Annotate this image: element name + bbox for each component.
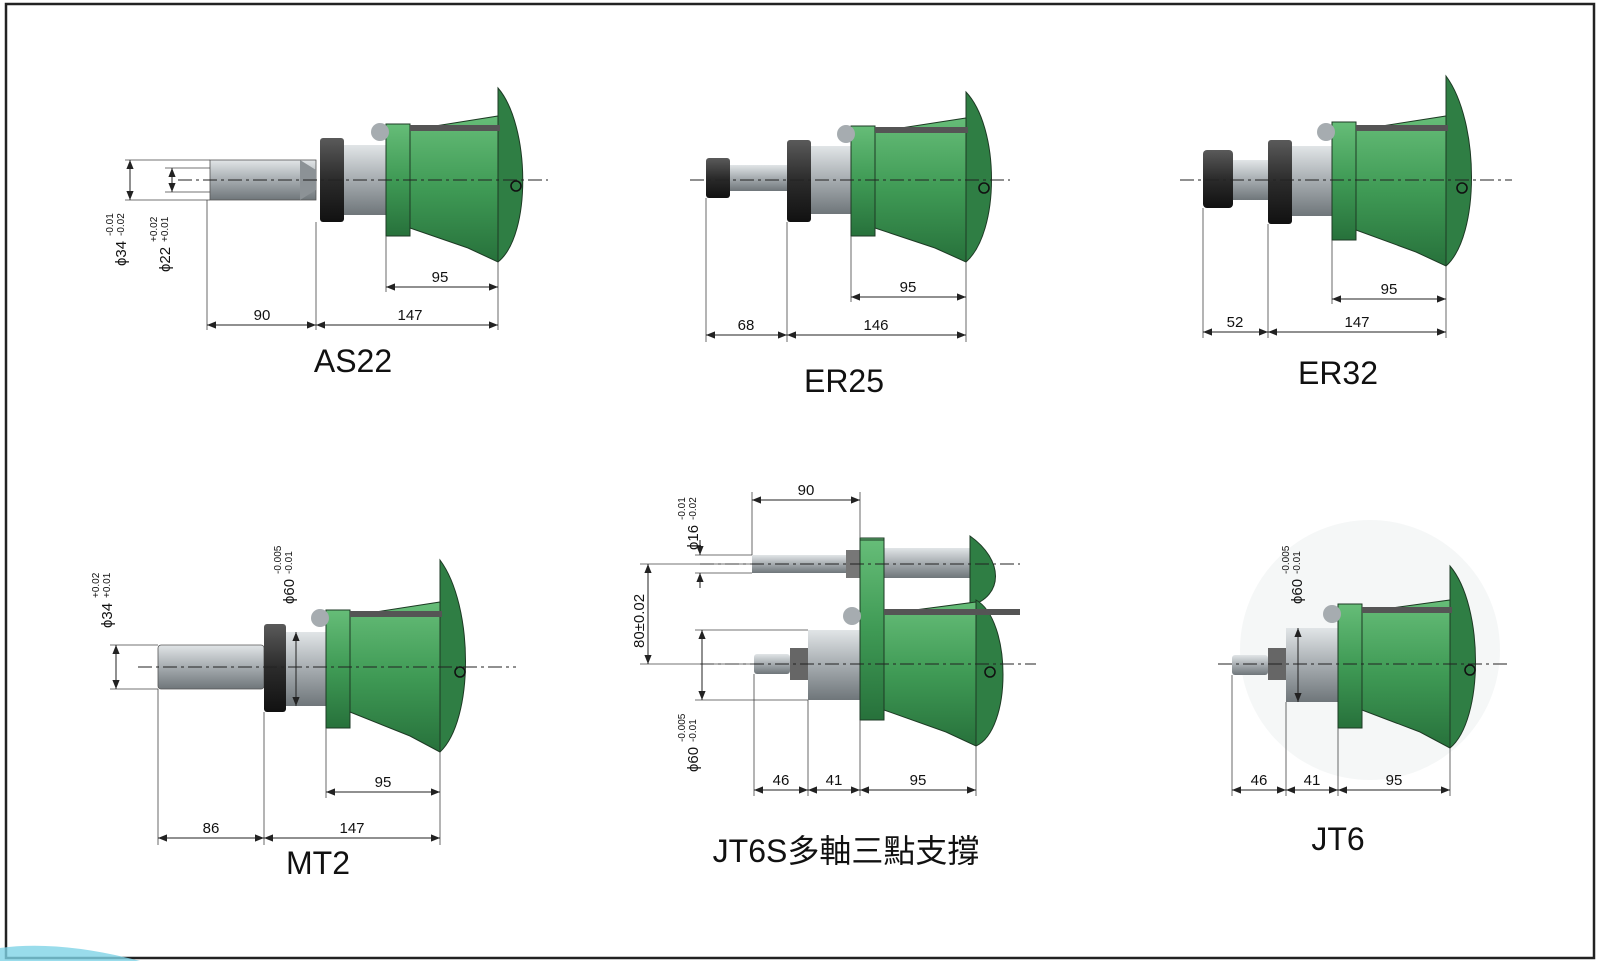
jt6-caption: JT6: [1311, 821, 1364, 857]
mt2-dia-1: ϕ34: [99, 603, 116, 628]
unit-jt6s: 90 80±0.02 ϕ16 -0.01 -0.02 ϕ60 -0.005 -: [631, 482, 1036, 869]
as22-dia-1-lower: -0.02: [116, 213, 127, 236]
mt2-dim-b: 86: [203, 820, 220, 837]
jt6-dia-1-upper: -0.005: [1281, 545, 1292, 574]
as22-caption: AS22: [314, 343, 392, 379]
jt6s-dia-2-lower: -0.01: [688, 719, 699, 742]
mt2-dia-1-lower: +0.01: [102, 572, 113, 598]
jt6s-dim-b: 41: [826, 772, 843, 789]
er25-dim-b: 68: [738, 317, 755, 334]
jt6s-dia-2: ϕ60: [685, 747, 702, 772]
jt6-dim-c: 95: [1386, 772, 1403, 789]
jt6-dia-1: ϕ60: [1289, 579, 1306, 604]
unit-jt6: ϕ60 -0.005 -0.01 46 41 95 JT6: [1218, 520, 1508, 857]
er32-dim-c: 147: [1344, 314, 1369, 331]
unit-er32: 95 52 147 ER32: [1180, 74, 1512, 391]
as22-dia-2-upper: +0.02: [149, 216, 160, 242]
jt6s-dim-spacing: 80±0.02: [631, 594, 648, 648]
as22-spindle-drawing: [209, 86, 524, 264]
er32-dimensions: 95 52 147: [1202, 208, 1447, 338]
er32-caption: ER32: [1298, 355, 1378, 391]
unit-as22: 95 90 147 ϕ34 -0.01 -0.02 ϕ22 +0.02 +0.0…: [105, 86, 548, 379]
mt2-dia-1-upper: +0.02: [91, 572, 102, 598]
mt2-dim-a: 95: [375, 774, 392, 791]
jt6s-dia-1-lower: -0.02: [688, 497, 699, 520]
as22-dimensions: 95 90 147 ϕ34 -0.01 -0.02 ϕ22 +0.02 +0.0…: [105, 159, 499, 330]
mt2-dia-2-lower: -0.01: [284, 551, 295, 574]
jt6s-dim-a: 46: [773, 772, 790, 789]
jt6s-dimensions: 90 80±0.02 ϕ16 -0.01 -0.02 ϕ60 -0.005 -: [631, 482, 977, 796]
mt2-dia-2: ϕ60: [281, 579, 298, 604]
er32-dim-b: 52: [1227, 314, 1244, 331]
as22-dim-c: 147: [397, 307, 422, 324]
er25-spindle-drawing: [706, 90, 992, 264]
unit-mt2: 95 86 147 ϕ34 +0.02 +0.01 ϕ60 -0.005 -0.…: [91, 545, 516, 881]
as22-dia-1-upper: -0.01: [105, 213, 116, 236]
jt6s-spindle-drawing: [752, 535, 1020, 747]
as22-dia-2-lower: +0.01: [160, 216, 171, 242]
corner-accent: [0, 945, 140, 961]
jt6s-dia-2-upper: -0.005: [677, 713, 688, 742]
as22-dim-b: 90: [254, 307, 271, 324]
jt6s-dia-1: ϕ16: [685, 525, 702, 550]
er25-caption: ER25: [804, 363, 884, 399]
mt2-dia-2-upper: -0.005: [273, 545, 284, 574]
er25-dim-a: 95: [900, 279, 917, 296]
as22-dia-2: ϕ22: [157, 247, 174, 272]
jt6-dimensions: ϕ60 -0.005 -0.01 46 41 95: [1231, 545, 1451, 796]
mt2-caption: MT2: [286, 845, 350, 881]
jt6s-dim-c: 95: [910, 772, 927, 789]
jt6s-dia-1-upper: -0.01: [677, 497, 688, 520]
jt6s-caption: JT6S多軸三點支撐: [713, 833, 980, 869]
er25-dim-c: 146: [863, 317, 888, 334]
mt2-dimensions: 95 86 147 ϕ34 +0.02 +0.01 ϕ60 -0.005 -0.…: [91, 545, 441, 845]
er32-spindle-drawing: [1203, 74, 1472, 268]
er32-dim-a: 95: [1381, 281, 1398, 298]
sheet-border: [4, 2, 1596, 960]
unit-er25: 95 68 146 ER25: [690, 90, 1010, 399]
jt6-dia-1-lower: -0.01: [1292, 551, 1303, 574]
jt6-dim-b: 41: [1304, 772, 1321, 789]
er25-dimensions: 95 68 146: [705, 198, 967, 342]
jt6s-dim-top: 90: [798, 482, 815, 499]
as22-dim-a: 95: [432, 269, 449, 286]
mt2-spindle-drawing: [157, 558, 466, 754]
jt6-dim-a: 46: [1251, 772, 1268, 789]
jt6-spindle-drawing: [1232, 520, 1500, 780]
mt2-dim-c: 147: [339, 820, 364, 837]
as22-dia-1: ϕ34: [113, 241, 130, 266]
